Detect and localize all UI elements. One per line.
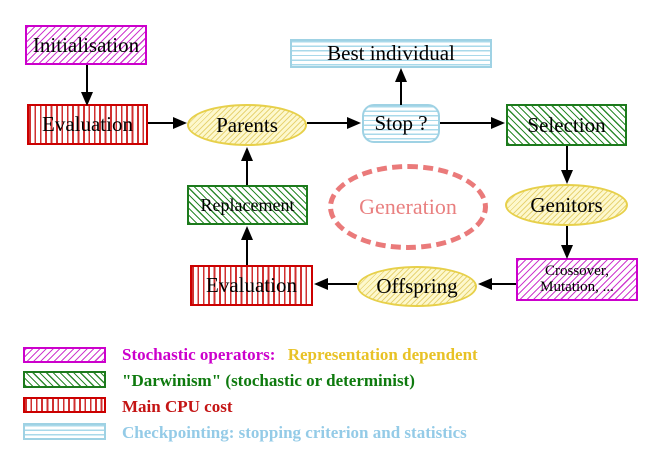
arrow-evaluation-to-parents-head [173, 117, 187, 129]
arrow-stop-to-best-line [400, 81, 402, 105]
cyan-horizontal-stripes-swatch [23, 423, 106, 440]
legend-checkpointing-label: Checkpointing: stopping criterion and st… [122, 423, 467, 442]
node-crossover-mutation: Crossover, Mutation, ... [516, 258, 638, 301]
legend-item-darwinism: "Darwinism" (stochastic or determinist) [122, 371, 415, 391]
node-generation-label: Generation [359, 194, 457, 220]
node-crossover-line1: Crossover, [545, 262, 609, 279]
arrow-selection-to-genitors-line [566, 146, 568, 171]
arrow-genitors-to-crossover-head [561, 245, 573, 259]
node-genitors-label: Genitors [530, 192, 603, 217]
arrow-stop-to-selection-head [491, 117, 505, 129]
node-initialisation: Initialisation [25, 25, 147, 65]
legend-darwinism-label: "Darwinism" (stochastic or determinist) [122, 371, 415, 390]
legend-item-checkpointing: Checkpointing: stopping criterion and st… [122, 423, 467, 443]
arrow-crossover-to-offspring-line [492, 283, 516, 285]
arrow-evaluation-to-replacement-line [246, 240, 248, 265]
magenta-diagonal-hatch-swatch [23, 347, 106, 363]
node-parents-ellipse: Parents [187, 104, 307, 146]
arrow-offspring-to-evaluation-head [314, 278, 328, 290]
node-evaluation-top: Evaluation [27, 104, 148, 145]
arrow-parents-to-stop-head [347, 117, 361, 129]
node-generation-ellipse: Generation [328, 164, 488, 250]
legend-representation-label: Representation dependent [287, 345, 478, 364]
arrow-genitors-to-crossover-line [566, 226, 568, 246]
legend-cpu-cost-label: Main CPU cost [122, 397, 233, 416]
arrow-stop-to-selection-line [440, 122, 492, 124]
legend-item-cpu-cost: Main CPU cost [122, 397, 232, 417]
node-best-individual-label: Best individual [327, 41, 455, 66]
node-stop: Stop ? [362, 104, 440, 143]
node-selection: Selection [506, 104, 627, 146]
arrow-evaluation-to-parents-line [148, 122, 176, 124]
arrow-crossover-to-offspring-head [478, 278, 492, 290]
red-vertical-stripes-swatch [23, 397, 106, 413]
node-replacement-label: Replacement [200, 194, 295, 215]
arrow-replacement-to-parents-line [246, 161, 248, 185]
arrow-init-to-evaluation-head [81, 92, 93, 106]
node-evaluation-bottom-label: Evaluation [206, 273, 297, 298]
node-selection-label: Selection [527, 112, 606, 137]
node-stop-label: Stop ? [374, 111, 428, 136]
arrow-evaluation-to-replacement-head [241, 226, 253, 240]
arrow-parents-to-stop-line [307, 122, 348, 124]
arrow-replacement-to-parents-head [241, 147, 253, 161]
node-offspring-label: Offspring [376, 274, 458, 299]
arrow-offspring-to-evaluation-line [328, 283, 357, 285]
legend-stochastic-label: Stochastic operators: [122, 345, 276, 364]
node-crossover-line2: Mutation, ... [540, 278, 614, 295]
node-replacement: Replacement [187, 185, 308, 225]
node-best-individual: Best individual [290, 39, 492, 68]
node-parents-label: Parents [216, 112, 278, 137]
arrow-selection-to-genitors-head [561, 170, 573, 184]
node-initialisation-label: Initialisation [32, 32, 140, 57]
legend-item-stochastic-operators: Stochastic operators: Representation dep… [122, 345, 478, 365]
node-genitors-ellipse: Genitors [505, 184, 628, 226]
arrow-stop-to-best-head [395, 68, 407, 82]
node-evaluation-top-label: Evaluation [42, 112, 133, 137]
arrow-init-to-evaluation-line [86, 65, 88, 93]
node-offspring-ellipse: Offspring [357, 266, 477, 307]
green-diagonal-hatch-swatch [23, 371, 106, 388]
node-evaluation-bottom: Evaluation [190, 265, 313, 306]
